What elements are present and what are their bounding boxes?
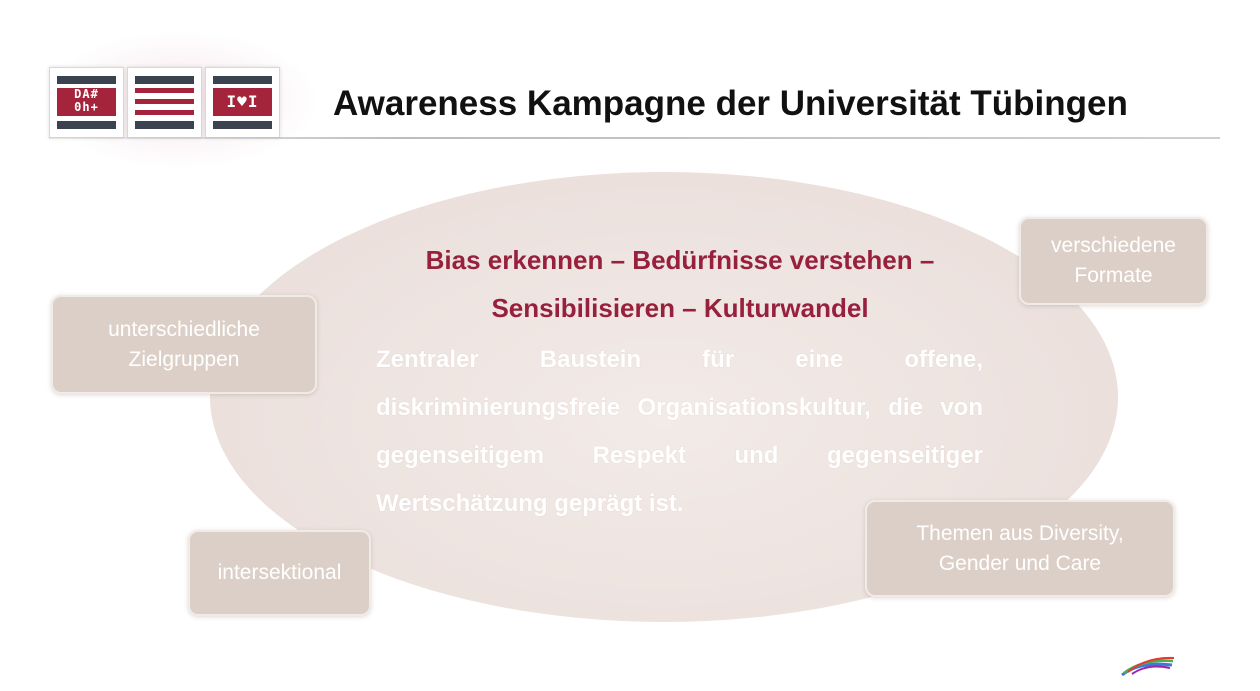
box-themen-line-2: Gender und Care bbox=[938, 551, 1102, 575]
logo-heart-glyphs: I♥I bbox=[213, 88, 272, 116]
box-intersektional: intersektional bbox=[188, 530, 371, 616]
box-formate-line-1: verschiedene bbox=[1051, 234, 1176, 257]
headline: Bias erkennen – Bedürfnisse verstehen – … bbox=[360, 236, 1000, 332]
logo-tile-letters: DA# 0h+ bbox=[49, 67, 124, 138]
box-zielgruppen-line-2: Zielgruppen bbox=[128, 347, 240, 371]
box-zielgruppen-line-1: unterschiedliche bbox=[108, 317, 260, 341]
slide-title: Awareness Kampagne der Universität Tübin… bbox=[333, 84, 1128, 123]
box-formate: verschiedene Formate bbox=[1019, 217, 1208, 305]
headline-line-2: Sensibilisieren – Kulturwandel bbox=[491, 293, 869, 323]
box-themen-line-1: Themen aus Diversity, bbox=[916, 521, 1124, 545]
box-themen: Themen aus Diversity, Gender und Care bbox=[865, 500, 1175, 597]
title-divider bbox=[48, 137, 1220, 139]
logo-tile-heart: I♥I bbox=[205, 67, 280, 138]
body-text: Zentraler Baustein für eine offene, disk… bbox=[376, 346, 983, 517]
box-zielgruppen: unterschiedliche Zielgruppen bbox=[51, 295, 317, 394]
box-formate-line-2: Formate bbox=[1074, 264, 1153, 287]
rainbow-wave-logo-icon bbox=[1121, 656, 1175, 677]
headline-line-1: Bias erkennen – Bedürfnisse verstehen – bbox=[425, 245, 935, 275]
box-intersektional-label: intersektional bbox=[217, 561, 342, 584]
logo-glyphs: DA# 0h+ bbox=[57, 88, 116, 116]
logo-tile-stripes bbox=[127, 67, 202, 138]
